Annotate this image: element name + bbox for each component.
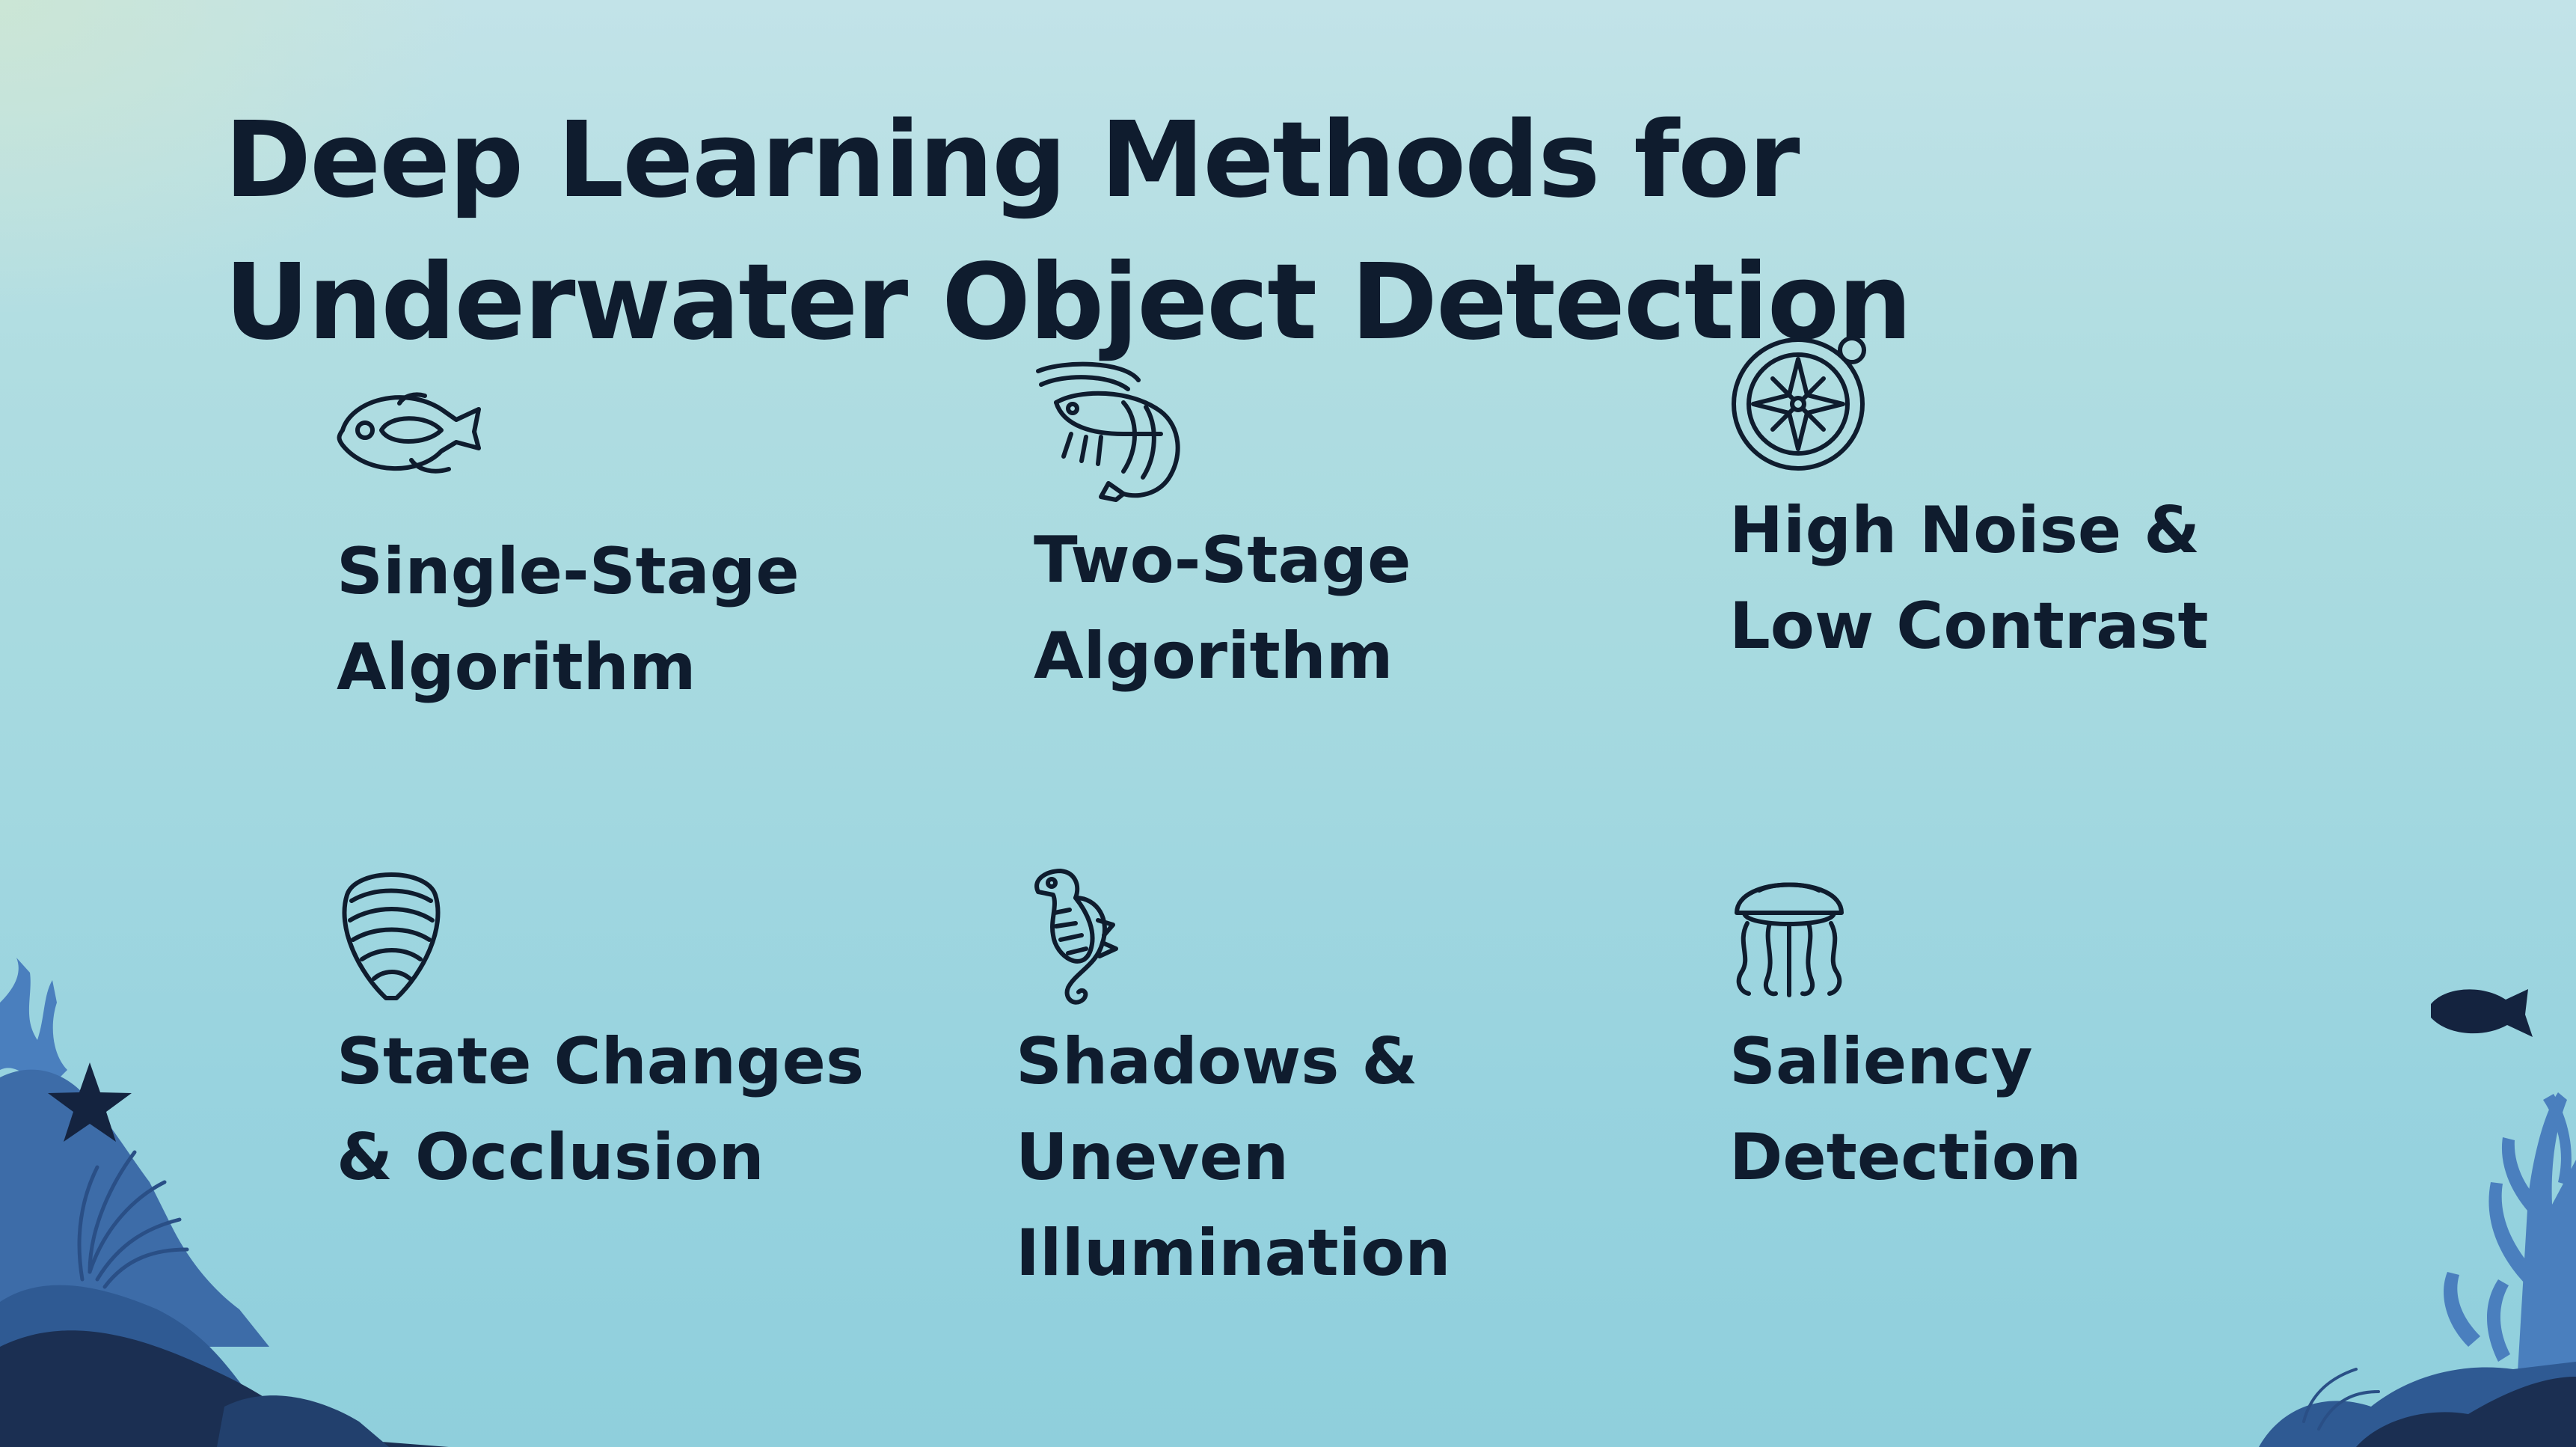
- fish-icon: [337, 370, 486, 520]
- card-saliency: Saliency Detection: [1729, 860, 2388, 1279]
- card-label: High Noise & Low Contrast: [1729, 493, 2209, 664]
- shrimp-icon: [1034, 359, 1183, 509]
- card-high-noise: High Noise & Low Contrast: [1729, 329, 2388, 748]
- card-single-stage: Single-Stage Algorithm: [337, 370, 995, 789]
- card-label: Two-Stage Algorithm: [1034, 523, 1411, 694]
- slide-title: Deep Learning Methods for Underwater Obj…: [224, 100, 1913, 364]
- card-state-changes: State Changes & Occlusion: [337, 860, 995, 1279]
- card-two-stage: Two-Stage Algorithm: [1034, 359, 1692, 778]
- card-label: State Changes & Occlusion: [337, 1024, 865, 1195]
- jellyfish-icon: [1729, 860, 1879, 1010]
- card-label: Saliency Detection: [1729, 1024, 2082, 1195]
- compass-icon: [1729, 329, 1879, 479]
- shell-icon: [337, 860, 486, 1010]
- card-label: Single-Stage Algorithm: [337, 534, 800, 705]
- card-label: Shadows & Uneven Illumination: [1016, 1024, 1451, 1291]
- seahorse-icon: [1016, 860, 1165, 1010]
- card-shadows: Shadows & Uneven Illumination: [1016, 860, 1674, 1291]
